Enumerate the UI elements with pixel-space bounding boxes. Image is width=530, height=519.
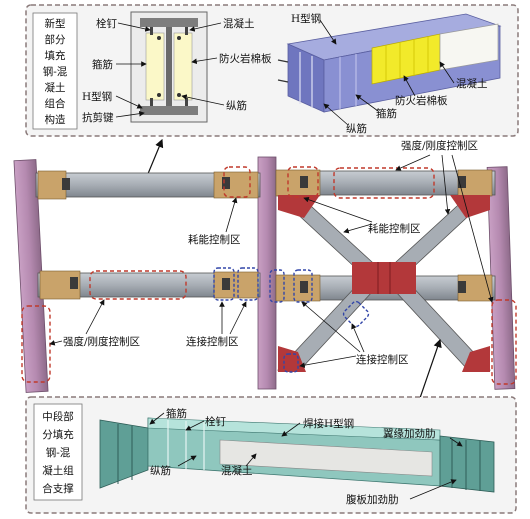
- connection-zone-outline: [213, 267, 235, 301]
- rebar-icon: [157, 93, 161, 97]
- top-title-line-6: 组合: [45, 97, 66, 110]
- joint-block: [275, 169, 321, 197]
- section-label-bolt: 栓钉: [96, 17, 117, 30]
- top-title-line-3: 填充: [45, 49, 66, 62]
- brace-label-flange-stiffener: 翼缘加劲肋: [383, 427, 436, 440]
- bottom-title-line-1: 中段部: [42, 410, 74, 423]
- joint-block: [213, 171, 259, 199]
- bolt-icon: [185, 27, 188, 35]
- brace-label-welded-h: 焊接H型钢: [303, 417, 354, 430]
- section-label-stirrup: 箍筋: [92, 58, 113, 71]
- label-energy-zone-right: 耗能控制区: [368, 222, 421, 235]
- gusset-plate: [278, 195, 320, 218]
- brace-label-bolt: 栓钉: [205, 415, 226, 428]
- bottom-title-line-4: 凝土组: [42, 464, 74, 477]
- label-energy-zone-left: 耗能控制区: [188, 233, 241, 246]
- bolt-icon: [150, 98, 153, 106]
- connection-zone-outline: [237, 267, 259, 301]
- iso-label-h-steel: H型钢: [291, 12, 321, 25]
- brace-concrete: [219, 439, 433, 477]
- strength-zone-outline: [491, 299, 517, 385]
- brace-label-concrete: 混凝土: [221, 464, 253, 477]
- bottom-panel-title-box: [33, 403, 83, 501]
- gusset-plate: [450, 195, 490, 218]
- frame: 耗能控制区 耗能控制区 强度/刚度控制区 强度/刚度控制区 连接控制区 连接控制…: [13, 139, 517, 399]
- joint-block: [37, 170, 67, 200]
- iso-label-concrete: 混凝土: [456, 77, 488, 90]
- iso-label-fire-board: 防火岩棉板: [395, 94, 448, 107]
- label-connection-zone-mid: 连接控制区: [186, 335, 239, 348]
- top-panel-title-box: [32, 12, 78, 130]
- top-panel-title: 新型 部分 填充 钢-混 凝土 组合 构造: [43, 17, 68, 126]
- connection-zone-outline: [283, 353, 299, 373]
- section-label-h-steel: H型钢: [82, 90, 112, 103]
- bottom-panel: 中段部 分填充 钢-混 凝土组 合支撑 箍筋 栓钉 焊: [25, 396, 517, 514]
- gusset-plate: [352, 262, 416, 294]
- bolt-icon: [150, 27, 153, 35]
- brace-member: [99, 417, 495, 493]
- top-title-line-1: 新型: [45, 17, 66, 30]
- connection-zone-outline: [269, 269, 285, 303]
- strength-zone-outline: [333, 167, 435, 199]
- strength-zone-outline: [89, 270, 187, 300]
- brace-label-long-bar: 纵筋: [150, 464, 171, 477]
- gusset-plate: [462, 346, 490, 372]
- joint-block: [213, 271, 259, 299]
- energy-zone-outline: [287, 166, 319, 198]
- section-label-fire-board: 防火岩棉板: [219, 52, 272, 65]
- section-concrete-left: [145, 32, 165, 101]
- bottom-title-line-5: 合支撑: [42, 482, 74, 495]
- bottom-title-line-2: 分填充: [42, 428, 74, 441]
- detail-arrow: [419, 338, 442, 399]
- energy-zone-outline: [223, 166, 251, 198]
- rebar-icon: [157, 36, 161, 40]
- section-top-flange: [140, 18, 198, 27]
- brace-system: [276, 195, 492, 372]
- rebar-icon: [177, 36, 181, 40]
- iso-label-stirrup: 箍筋: [376, 107, 397, 120]
- bolt-icon: [185, 98, 188, 106]
- top-title-line-2: 部分: [45, 33, 66, 46]
- section-bottom-flange: [140, 106, 198, 115]
- brace-label-stirrup: 箍筋: [166, 407, 187, 420]
- top-title-line-5: 凝土: [45, 81, 66, 94]
- section-web: [166, 27, 172, 106]
- iso-label-long-bar: 纵筋: [346, 122, 367, 135]
- rebar-icon: [177, 93, 181, 97]
- iso-concrete: [439, 23, 499, 71]
- column-middle: [257, 156, 277, 390]
- label-strength-zone-left: 强度/刚度控制区: [63, 335, 140, 348]
- connection-zone-outline: [342, 300, 370, 328]
- iso-beam-model: [277, 13, 502, 113]
- bottom-title-line-3: 钢-混: [46, 446, 71, 459]
- section-label-long-bar: 纵筋: [226, 99, 247, 112]
- label-connection-zone-right: 连接控制区: [356, 353, 409, 366]
- gusset-plate: [278, 346, 306, 372]
- top-panel: 新型 部分 填充 钢-混 凝土 组合 构造: [25, 4, 519, 137]
- label-strength-zone-top: 强度/刚度控制区: [401, 139, 478, 152]
- section-label-concrete: 混凝土: [223, 17, 255, 30]
- top-title-line-4: 钢-混: [43, 65, 68, 78]
- bottom-panel-title: 中段部 分填充 钢-混 凝土组 合支撑: [42, 410, 74, 495]
- top-title-line-7: 构造: [45, 113, 66, 126]
- brace-label-web-stiffener: 腹板加劲肋: [346, 493, 399, 506]
- cross-section: [130, 11, 208, 123]
- section-concrete-right: [173, 32, 193, 101]
- joint-block: [275, 274, 321, 302]
- section-label-shear-key: 抗剪键: [82, 111, 114, 124]
